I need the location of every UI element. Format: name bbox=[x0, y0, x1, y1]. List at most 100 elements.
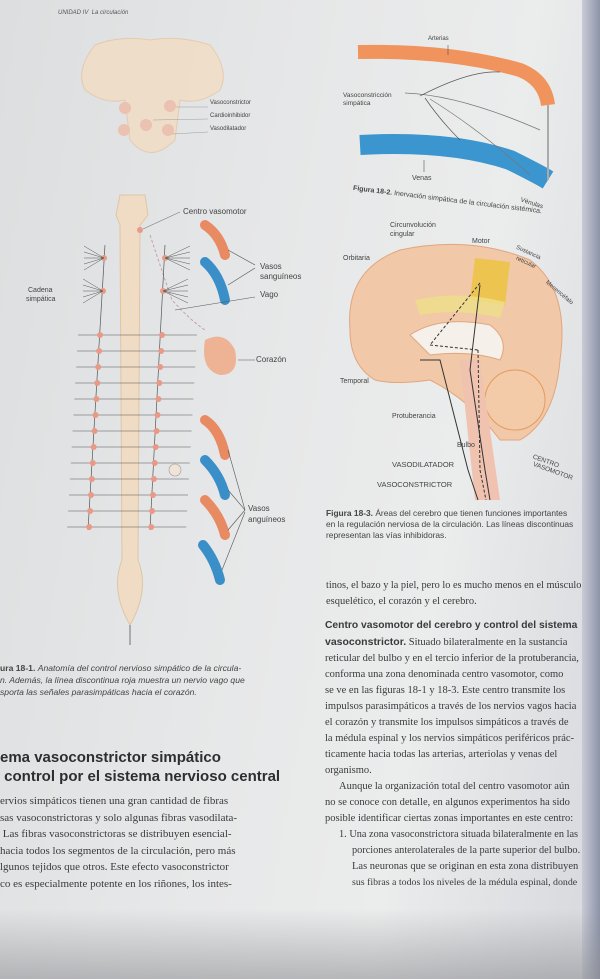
text-line: impulsos parasimpáticos a través de los … bbox=[325, 701, 577, 712]
label-cingular: cingular bbox=[390, 231, 415, 238]
celiac-ganglion bbox=[168, 463, 182, 477]
subheading: vasoconstrictor. bbox=[325, 636, 407, 648]
figure-18-3-art bbox=[349, 243, 563, 501]
book-edge bbox=[582, 0, 600, 979]
label-vasoconstrictor: VASOCONSTRICTOR bbox=[377, 480, 453, 489]
ganglion bbox=[159, 332, 165, 338]
left-paragraph: ervios simpáticos tienen una gran cantid… bbox=[0, 793, 298, 892]
chapter-label: La circulación bbox=[91, 10, 129, 16]
caption-line: en la regulación nerviosa de la circulac… bbox=[326, 519, 574, 529]
label-vasoconstriccion: Vasoconstricción bbox=[343, 92, 392, 99]
caption-line: sporta las señales parasimpáticas hacia … bbox=[0, 687, 197, 697]
text-line: co es especialmente potente en los riñon… bbox=[0, 877, 232, 890]
text-line: sas vasoconstrictoras y solo algunas fib… bbox=[0, 811, 238, 824]
text-line: organismo. bbox=[325, 765, 372, 776]
cerebellum bbox=[484, 369, 546, 431]
unit-label: UNIDAD IV bbox=[58, 10, 89, 16]
vein bbox=[359, 134, 554, 189]
nerve-line bbox=[83, 257, 105, 271]
caption-line: ura 18-1. Anatomía del control nervioso … bbox=[0, 662, 305, 674]
section-heading: ema vasoconstrictor simpático control po… bbox=[0, 748, 300, 786]
nerve-line bbox=[82, 278, 104, 292]
ganglion bbox=[96, 348, 103, 354]
subheading: Centro vasomotor del cerebro y control d… bbox=[325, 620, 578, 631]
ganglion bbox=[157, 364, 164, 370]
right-continuation: tinos, el bazo y la piel, pero lo es muc… bbox=[326, 578, 581, 609]
ganglion bbox=[86, 524, 93, 530]
text-line: ticamente hacia todas las arterias, arte… bbox=[325, 749, 558, 760]
text-line: hacia todos los segmentos de la circulac… bbox=[0, 844, 236, 857]
caption-line: n. Además, la línea discontinua roja mue… bbox=[0, 675, 245, 685]
artery bbox=[200, 495, 230, 540]
caption-number: Figura 18-2. bbox=[352, 185, 393, 197]
text-line: Situado bilateralmente en la sustancia bbox=[406, 637, 568, 648]
label-vasodilator: Vasodilatador bbox=[210, 126, 247, 132]
ganglion bbox=[92, 412, 99, 418]
nerve-line bbox=[83, 245, 105, 259]
brainstem bbox=[460, 360, 500, 500]
ganglion bbox=[153, 428, 160, 434]
label-anguineos: anguíneos bbox=[248, 515, 286, 524]
label-vago: Vago bbox=[260, 290, 279, 299]
ganglion bbox=[90, 444, 97, 450]
text-line: conforma una zona denominada centro vaso… bbox=[325, 669, 564, 680]
label-sanguineos: sanguíneos bbox=[260, 272, 302, 281]
heading-line: ema vasoconstrictor simpático bbox=[0, 749, 221, 766]
running-header: UNIDAD IV La circulación bbox=[58, 10, 128, 16]
ganglion bbox=[95, 364, 102, 370]
heart bbox=[204, 336, 236, 375]
nerve-line bbox=[82, 290, 104, 298]
ganglion bbox=[154, 412, 161, 418]
label-bulbo: Bulbo bbox=[457, 442, 475, 449]
text-line: porciones anterolaterales de la parte su… bbox=[352, 845, 581, 856]
nerve-line bbox=[162, 278, 189, 292]
motor-area bbox=[470, 258, 510, 305]
label-vasoconstrictor: Vasoconstrictor bbox=[210, 100, 251, 106]
ganglion bbox=[151, 460, 158, 466]
nerve-line bbox=[164, 251, 191, 259]
heading-line: control por el sistema nervioso central bbox=[0, 768, 281, 785]
label-motor: Motor bbox=[472, 238, 490, 245]
ganglion bbox=[88, 492, 94, 498]
text-line: no se conoce con detalle, en algunos exp… bbox=[325, 797, 570, 808]
caption-number: ura 18-1. bbox=[0, 663, 36, 673]
text-line: sus fibras a todos los niveles de la méd… bbox=[352, 877, 578, 888]
text-line: posible identificar ciertas zonas import… bbox=[325, 813, 574, 824]
vein bbox=[198, 540, 225, 585]
vein bbox=[200, 257, 230, 305]
sympathetic-chains bbox=[67, 244, 197, 531]
ganglion bbox=[94, 380, 101, 386]
ganglion bbox=[148, 524, 155, 530]
ganglion bbox=[97, 332, 103, 338]
ganglion bbox=[155, 396, 162, 402]
ganglion bbox=[91, 428, 98, 434]
caption-text: Anatomía del control nervioso simpático … bbox=[37, 663, 242, 673]
artery bbox=[200, 220, 230, 260]
text-line: tinos, el bazo y la piel, pero lo es muc… bbox=[326, 580, 582, 591]
vasodilator-nucleus bbox=[118, 124, 130, 136]
nerve-line bbox=[162, 284, 189, 292]
list-item: 1. Una zona vasoconstrictora situada bil… bbox=[325, 827, 581, 843]
vasomotor-center-dot bbox=[137, 227, 143, 233]
label-arterias: Arterias bbox=[428, 36, 449, 42]
label-vasos: Vasos bbox=[260, 262, 282, 271]
ganglion bbox=[149, 508, 156, 514]
text-line: reticular del bulbo y en el tercio infer… bbox=[325, 653, 579, 664]
label-vasodilatador: VASODILATADOR bbox=[392, 460, 455, 469]
text-line: Las neuronas que se originan en esta zon… bbox=[352, 861, 579, 872]
figure-18-1-caption: ura 18-1. Anatomía del control nervioso … bbox=[0, 662, 305, 698]
brainstem-figure bbox=[81, 37, 224, 153]
text-line: Una zona vasoconstrictora situada bilate… bbox=[349, 829, 579, 840]
vasoconstrictor-nucleus bbox=[164, 100, 176, 112]
vasodilator-nucleus bbox=[162, 124, 174, 136]
label-simpatica: simpática bbox=[26, 296, 56, 303]
text-line: Aunque la organización total del centro … bbox=[339, 781, 570, 792]
ganglion bbox=[150, 476, 157, 482]
cingulate-area bbox=[415, 295, 505, 318]
text-line: ervios simpáticos tienen una gran cantid… bbox=[0, 795, 229, 807]
label-centro-vasomotor: Centro vasomotor bbox=[183, 207, 247, 216]
text-line: la médula espinal y los nervios simpátic… bbox=[325, 733, 575, 744]
label-protuberancia: Protuberancia bbox=[392, 413, 436, 420]
caption-line: representan las vías inhibidoras. bbox=[326, 530, 447, 540]
artery bbox=[357, 44, 555, 107]
